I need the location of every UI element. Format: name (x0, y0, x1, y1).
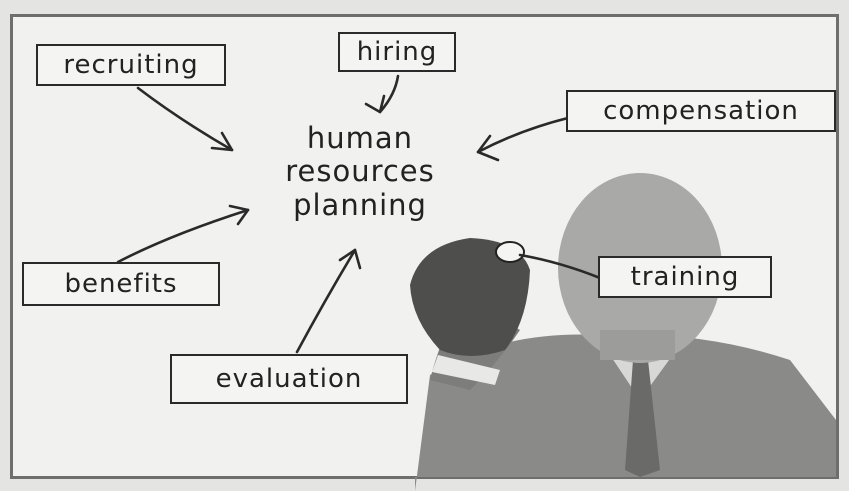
node-recruiting: recruiting (36, 44, 226, 86)
arrow-benefits (116, 208, 250, 264)
necktie (625, 360, 660, 477)
connector-training (518, 253, 602, 280)
center-title: human resources planning (240, 121, 480, 222)
arrowhead-benefits (228, 204, 250, 226)
arrowhead-compensation (476, 134, 500, 162)
node-evaluation: evaluation (170, 354, 408, 404)
node-training: training (598, 256, 772, 298)
arrowhead-hiring (364, 94, 386, 114)
arrow-compensation (476, 116, 570, 154)
arrow-hiring (378, 74, 400, 114)
hand-shape (410, 238, 530, 356)
arrow-evaluation (295, 248, 357, 354)
node-compensation: compensation (566, 90, 836, 132)
arrowhead-recruiting (210, 131, 234, 152)
marker-tip (495, 241, 525, 263)
center-line-3: planning (293, 187, 427, 222)
node-benefits: benefits (22, 262, 220, 306)
arrow-recruiting (136, 86, 234, 152)
neck-shape (600, 330, 675, 360)
center-line-1: human (306, 121, 414, 155)
shirt-cuff (432, 355, 500, 385)
center-line-2: resources (285, 154, 435, 189)
node-hiring: hiring (338, 32, 456, 72)
arrowhead-evaluation (338, 248, 362, 270)
suit-shape (415, 334, 836, 491)
